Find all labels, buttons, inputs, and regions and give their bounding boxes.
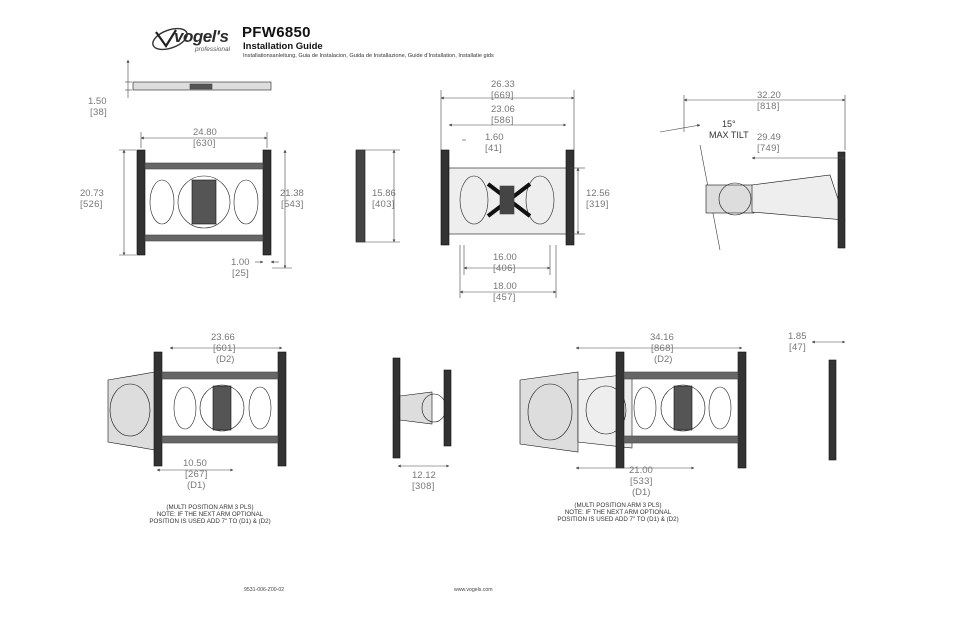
note-left-line: POSITION IS USED ADD 7" TO (D1) & (D2)	[149, 518, 271, 525]
dim-ext-arm-mm: [749]	[757, 143, 780, 154]
multi-arm-view	[519, 346, 747, 470]
dim-holes-18-mm: [457]	[493, 292, 516, 303]
dim-front-height-left-in: 20.73	[80, 188, 104, 199]
note-right: (MULTI POSITION ARM 3 PLS) NOTE: IF THE …	[548, 502, 688, 523]
dim-front-width-mm: [630]	[193, 138, 216, 149]
dim-multi-d1-mm: [533]	[630, 476, 653, 487]
front-view-plate	[119, 132, 292, 269]
dim-plate-height-mm: [319]	[586, 199, 609, 210]
website: www.vogels.com	[454, 587, 493, 593]
dim-multi-side-mm: [47]	[789, 342, 807, 353]
dim-ext-max-in: 32.20	[757, 90, 781, 101]
dim-side-height-mm: [403]	[372, 199, 395, 210]
extension-side-view	[659, 95, 846, 251]
dim-single-d1-in: 10.50	[183, 458, 207, 469]
dim-multi-d2-tag: (D2)	[654, 354, 673, 365]
dim-front-height-right-mm: [543]	[281, 199, 304, 210]
brand-tagline: professional	[195, 46, 231, 53]
guide-title: Installation Guide	[243, 41, 323, 52]
dim-plate-outer-in: 26.33	[491, 79, 515, 90]
note-left: (MULTI POSITION ARM 3 PLS) NOTE: IF THE …	[140, 504, 280, 525]
dim-depth-in: 1.50	[88, 96, 107, 107]
dim-plate-inner-in: 23.06	[491, 104, 515, 115]
dim-plate-outer-mm: [669]	[491, 90, 514, 101]
top-view-bracket	[125, 59, 272, 98]
tilt-label: MAX TILT	[709, 130, 749, 140]
dim-multi-d2-mm: [868]	[651, 343, 674, 354]
language-list: Installationsanleitung, Guia de Instalac…	[243, 53, 494, 59]
dim-single-d2-in: 23.66	[211, 332, 235, 343]
dim-depth-mm: [38]	[90, 107, 108, 118]
document-number: 9531-006-Z00-02	[244, 587, 285, 593]
note-right-line: NOTE: IF THE NEXT ARM OPTIONAL	[564, 509, 672, 516]
dim-single-d1-mm: [267]	[185, 469, 208, 480]
dim-multi-d1-tag: (D1)	[632, 487, 651, 498]
dim-front-offset-in: 1.00	[231, 257, 250, 268]
dim-ext-max-mm: [818]	[757, 101, 780, 112]
dim-holes-16-in: 16.00	[493, 252, 517, 263]
note-left-line: NOTE: IF THE NEXT ARM OPTIONAL	[156, 511, 264, 518]
dim-plate-height-in: 12.56	[586, 188, 610, 199]
multi-arm-side-view	[811, 340, 846, 461]
dim-single-d2-tag: (D2)	[216, 354, 235, 365]
dim-front-height-left-mm: [526]	[80, 199, 103, 210]
dim-multi-d1-in: 21.00	[629, 465, 653, 476]
dim-front-width-in: 24.80	[193, 127, 217, 138]
dim-plate-small-mm: [41]	[485, 143, 503, 154]
side-view-plate	[355, 149, 400, 243]
dim-ext-arm-in: 29.49	[757, 132, 781, 143]
single-arm-side-view	[392, 357, 452, 468]
dim-plate-small-in: 1.60	[485, 132, 504, 143]
note-right-line: (MULTI POSITION ARM 3 PLS)	[574, 502, 662, 509]
note-right-line: POSITION IS USED ADD 7" TO (D1) & (D2)	[557, 516, 679, 523]
dim-front-offset-mm: [25]	[232, 268, 250, 279]
dim-front-height-right-in: 21.38	[280, 188, 304, 199]
dim-holes-16-mm: [406]	[493, 263, 516, 274]
vogels-logo-swoosh-icon	[152, 27, 188, 51]
note-left-line: (MULTI POSITION ARM 3 PLS)	[166, 504, 254, 511]
dim-side-height-in: 15.86	[372, 188, 396, 199]
dim-single-side-mm: [308]	[412, 481, 435, 492]
dim-single-d2-mm: [601]	[213, 343, 236, 354]
tilt-degree: 15°	[722, 119, 736, 129]
dim-multi-side-in: 1.85	[788, 331, 807, 342]
dim-single-side-in: 12.12	[412, 470, 436, 481]
dim-plate-inner-mm: [586]	[491, 115, 514, 126]
brand-logo: vogel's	[174, 27, 229, 46]
arm-plate-view	[440, 90, 585, 298]
dim-multi-d2-in: 34.16	[650, 332, 674, 343]
dim-single-d1-tag: (D1)	[187, 480, 206, 491]
single-arm-view	[107, 346, 287, 472]
model-title: PFW6850	[242, 24, 311, 41]
dim-holes-18-in: 18.00	[493, 281, 517, 292]
